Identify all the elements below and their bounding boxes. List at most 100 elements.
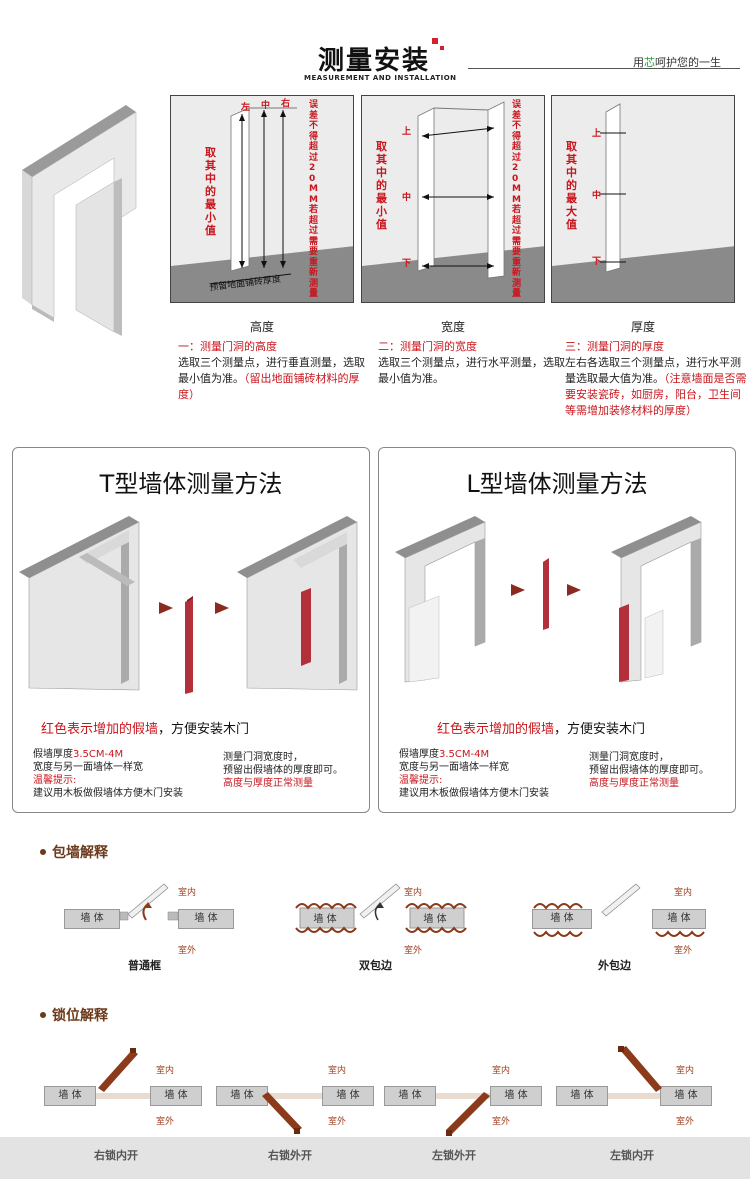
slogan: 用芯呵护您的一生 [633, 54, 721, 70]
lock-caption-left-in: 左锁内开 [610, 1149, 654, 1162]
thickness-desc: 三：测量门洞的厚度 左右各选取三个测量点，进行水平测量选取最大值为准。（注意墙面… [565, 339, 747, 419]
t-tip-title: 温馨提示: [33, 775, 77, 786]
wall-block: 墙 体 [384, 1086, 436, 1106]
l-thick-value: 3.5CM-4M [439, 749, 490, 760]
t-wall-right-notes: 测量门洞宽度时， 预留出假墙体的厚度即可。 高度与厚度正常测量 [223, 751, 343, 790]
lock-section-bullet [40, 1012, 46, 1018]
l-tip-title: 温馨提示: [399, 775, 443, 786]
left-out-door [446, 1092, 490, 1136]
t-right-2: 预留出假墙体的厚度即可。 [223, 765, 343, 776]
wall-block: 墙 体 [652, 909, 706, 929]
outdoor-label: 室外 [676, 1117, 695, 1127]
t-wall-method-box: T型墙体测量方法 红色表示增加的假墙，方便安装木门 假墙厚度3.5CM-4M 宽… [12, 447, 370, 813]
indoor-label: 室内 [492, 1066, 511, 1076]
l-tip-body: 建议用木板做假墙体方便木门安装 [399, 788, 549, 799]
double-edge-walls [295, 903, 467, 933]
left-in-door [618, 1046, 662, 1092]
wall-block: 墙 体 [322, 1086, 374, 1106]
point-middle: 中 [402, 193, 412, 203]
t-red-pre: 红色表示 [41, 722, 94, 737]
t-right-1: 测量门洞宽度时， [223, 752, 303, 763]
t-wall-title: T型墙体测量方法 [99, 470, 283, 498]
right-out-door [262, 1092, 302, 1134]
point-middle: 中 [592, 191, 602, 201]
t-thick-label: 假墙厚度 [33, 749, 73, 760]
thickness-label: 厚度 [630, 320, 655, 334]
t-red-post: ，方便安装木门 [158, 722, 250, 737]
door-gap [608, 1093, 660, 1099]
wall-block: 墙 体 [64, 909, 120, 929]
height-desc-body: 选取三个测量点，进行垂直测量，选取最小值为准。 [178, 356, 365, 385]
door-frame-illustration [22, 105, 137, 336]
l-right-3: 高度与厚度正常测量 [589, 778, 679, 789]
height-diagram [171, 96, 353, 302]
l-red-post: ，方便安装木门 [554, 722, 646, 737]
wrap-caption-double: 双包边 [359, 959, 392, 972]
lock-section-title: 锁位解释 [52, 1008, 108, 1024]
indoor-label: 室内 [156, 1066, 175, 1076]
wall-block: 墙 体 [556, 1086, 608, 1106]
thickness-panel: 上 中 下 取其中的最大值 [551, 95, 735, 303]
width-panel: 上 中 下 取其中的最小值 误差不得超过20MM 若超过需要重新测量 [361, 95, 545, 303]
l-right-1: 测量门洞宽度时， [589, 752, 669, 763]
ordinary-frame-door [119, 883, 179, 921]
indoor-label: 室内 [674, 888, 693, 898]
l-wall-illustration [395, 516, 702, 683]
right-in-door [98, 1048, 138, 1092]
lock-caption-left-out: 左锁外开 [432, 1149, 476, 1162]
height-label: 高度 [249, 320, 274, 334]
t-right-3: 高度与厚度正常测量 [223, 778, 313, 789]
l-red-word: 增加的假墙 [489, 722, 555, 737]
outdoor-label: 室外 [404, 946, 423, 956]
outer-edge-door [533, 883, 705, 937]
width-desc-title: 二：测量门洞的宽度 [378, 340, 477, 353]
header-divider [468, 68, 740, 69]
outdoor-label: 室外 [492, 1117, 511, 1127]
double-edge-door [359, 883, 401, 921]
slogan-pre: 用 [633, 56, 644, 69]
page-title: 测量安装 [318, 46, 431, 76]
wall-block: 墙 体 [216, 1086, 268, 1106]
point-middle: 中 [261, 101, 271, 111]
height-vertical-note: 误差不得超过20MM 若超过需要重新测量 [309, 100, 319, 299]
point-bottom: 下 [592, 257, 602, 267]
wrap-section-bullet [40, 849, 46, 855]
l-wall-red-note: 红色表示增加的假墙，方便安装木门 [437, 718, 645, 737]
slogan-green: 芯 [644, 56, 655, 69]
wall-block: 墙 体 [150, 1086, 202, 1106]
t-thick-value: 3.5CM-4M [73, 749, 124, 760]
wrap-section-title: 包墙解释 [52, 845, 108, 861]
width-vertical-note: 误差不得超过20MM 若超过需要重新测量 [512, 100, 522, 299]
thickness-desc-body: 左右各选取三个测量点，进行水平测量选取最大值为准。 [565, 356, 741, 385]
outdoor-label: 室外 [156, 1117, 175, 1127]
l-wall-right-notes: 测量门洞宽度时， 预留出假墙体的厚度即可。 高度与厚度正常测量 [589, 751, 709, 790]
l-wall-method-box: L型墙体测量方法 红色表示增加的假墙，方便安装木门 假墙厚度3.5CM-4M 宽… [378, 447, 736, 813]
outdoor-label: 室外 [178, 946, 197, 956]
l-red-pre: 红色表示 [437, 722, 490, 737]
width-side-text: 取其中的最小值 [376, 140, 387, 231]
l-wall-left-notes: 假墙厚度3.5CM-4M 宽度与另一面墙体一样宽 温馨提示: 建议用木板做假墙体… [399, 748, 549, 800]
wrap-caption-ordinary: 普通框 [128, 959, 161, 972]
t-red-word: 增加的假墙 [93, 722, 159, 737]
page-subtitle: MEASUREMENT AND INSTALLATION [304, 74, 457, 82]
wrap-caption-outer: 外包边 [598, 959, 631, 972]
wall-block: 墙 体 [178, 909, 234, 929]
height-side-text: 取其中的最小值 [205, 146, 216, 237]
l-right-2: 预留出假墙体的厚度即可。 [589, 765, 709, 776]
title-accent-square [432, 38, 438, 44]
l-width-note: 宽度与另一面墙体一样宽 [399, 762, 509, 773]
t-wall-red-note: 红色表示增加的假墙，方便安装木门 [41, 718, 249, 737]
thickness-side-text: 取其中的最大值 [566, 140, 577, 231]
l-wall-title: L型墙体测量方法 [466, 470, 648, 498]
wall-text: 墙 体 [313, 914, 337, 925]
indoor-label: 室内 [328, 1066, 347, 1076]
thickness-desc-note: （注意墙面是否需要安装瓷砖，如厨房，阳台，卫生间等需增加装修材料的厚度） [565, 372, 747, 417]
door-gap [96, 1093, 150, 1099]
height-panel: 左 中 右 取其中的最小值 误差不得超过20MM 若超过需要重新测量 预留地面铺… [170, 95, 354, 303]
point-top: 上 [592, 129, 602, 139]
indoor-label: 室内 [404, 888, 423, 898]
outdoor-label: 室外 [674, 946, 693, 956]
wall-block: 墙 体 [490, 1086, 542, 1106]
point-bottom: 下 [402, 259, 412, 269]
wall-block: 墙 体 [660, 1086, 712, 1106]
